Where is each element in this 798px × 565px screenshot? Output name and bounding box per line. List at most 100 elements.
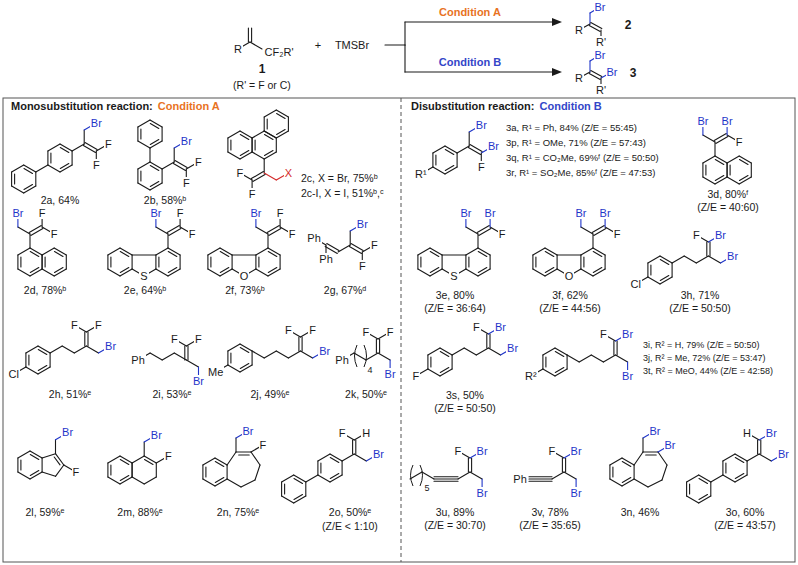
bond xyxy=(660,277,672,284)
bond xyxy=(60,165,72,172)
bond xyxy=(294,496,306,503)
atom-label: F xyxy=(194,333,203,346)
bond xyxy=(330,454,342,461)
bond xyxy=(168,269,180,276)
bond xyxy=(267,119,268,129)
bond xyxy=(42,472,55,476)
atom-label: Br xyxy=(574,207,587,220)
bond xyxy=(267,234,268,248)
bond xyxy=(83,145,95,152)
atom-label: F xyxy=(692,229,701,242)
atom-label: Cl xyxy=(630,278,642,291)
bond xyxy=(240,344,252,351)
bond xyxy=(60,164,69,169)
compound-caption: 3s, 50% xyxy=(445,389,485,401)
bond xyxy=(38,350,47,355)
bond xyxy=(542,355,543,369)
bond xyxy=(276,138,277,152)
atom-label: R¹ xyxy=(414,168,428,181)
bond xyxy=(55,440,56,454)
bond xyxy=(30,268,39,273)
bond xyxy=(18,451,30,458)
atom-label: Br xyxy=(356,218,369,231)
atom-label: F xyxy=(104,138,113,151)
compound-caption: 2i, 53%ᵉ xyxy=(152,388,193,400)
compound-caption: 3v, 78% xyxy=(530,506,569,518)
compound-caption: 2c-I, X = I, 51%ᵇ,ᶜ xyxy=(300,187,385,199)
bond xyxy=(662,465,667,480)
bond xyxy=(735,474,744,479)
bond xyxy=(660,256,672,263)
atom-label: F xyxy=(38,207,47,220)
bond xyxy=(239,454,250,455)
atom-label: Br xyxy=(61,426,74,439)
bond xyxy=(282,475,294,482)
bond xyxy=(593,248,605,255)
bond xyxy=(38,367,50,374)
bond xyxy=(430,357,431,367)
bond xyxy=(50,153,51,163)
atom-label: Br xyxy=(484,207,497,220)
bond xyxy=(648,480,662,487)
bond xyxy=(648,256,660,263)
bond xyxy=(457,153,458,167)
bond xyxy=(699,479,708,484)
atom-label: F xyxy=(194,156,203,169)
bond xyxy=(684,256,696,263)
bond xyxy=(251,28,252,42)
compound-caption: 2o, 50%ᵉ xyxy=(328,506,372,518)
bond xyxy=(613,341,614,355)
bond xyxy=(660,276,669,281)
atom-label: Br xyxy=(149,207,162,220)
bond xyxy=(404,22,405,45)
bond xyxy=(349,246,361,253)
bond xyxy=(42,255,43,269)
bond xyxy=(38,346,50,353)
bond xyxy=(240,348,249,353)
bracket xyxy=(420,465,423,486)
atom-label: F xyxy=(236,167,245,180)
bond xyxy=(87,332,88,346)
atom-label: F xyxy=(613,228,622,241)
bond xyxy=(110,465,111,475)
bond xyxy=(294,475,306,482)
atom-label: F xyxy=(50,228,59,241)
bond xyxy=(85,143,97,150)
bond xyxy=(50,346,62,353)
bond xyxy=(150,166,159,171)
bond xyxy=(228,152,240,159)
bond xyxy=(617,341,618,355)
bond xyxy=(422,472,434,479)
bond xyxy=(747,454,759,461)
bond xyxy=(276,110,288,117)
bond xyxy=(543,369,555,376)
bond xyxy=(11,172,12,186)
bond xyxy=(20,257,21,267)
bond xyxy=(298,337,299,351)
bond xyxy=(648,277,660,284)
bond xyxy=(42,255,43,269)
bond xyxy=(708,256,720,263)
bond xyxy=(186,360,198,367)
repeat-count: 4 xyxy=(367,365,374,375)
atom-label: F xyxy=(498,228,507,241)
bond xyxy=(562,458,563,472)
bond xyxy=(252,138,253,152)
bond xyxy=(268,252,277,257)
bond xyxy=(258,257,259,267)
bond xyxy=(150,162,162,169)
bond xyxy=(150,141,162,148)
atom-label: Br xyxy=(721,115,734,128)
atom-label: Ph xyxy=(318,253,333,266)
bond xyxy=(132,463,133,477)
bond xyxy=(479,228,491,235)
bond xyxy=(24,186,36,193)
bond xyxy=(751,163,752,177)
panel-heading: Disubstitution reaction: xyxy=(410,100,535,113)
bond xyxy=(220,248,232,255)
bond xyxy=(650,265,651,275)
bond xyxy=(581,248,593,255)
atom-label: F xyxy=(248,188,257,201)
bond xyxy=(378,353,390,360)
